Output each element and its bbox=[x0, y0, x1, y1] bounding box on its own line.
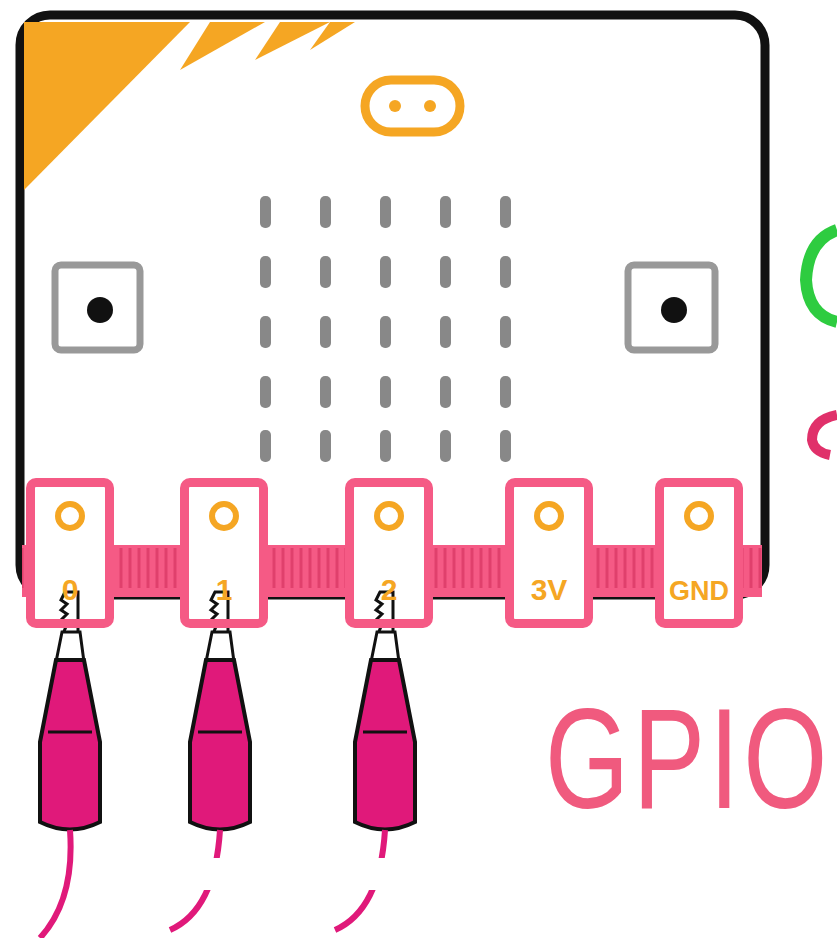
led bbox=[380, 256, 391, 288]
led bbox=[440, 256, 451, 288]
gpio-pin-pad: 0 bbox=[26, 478, 114, 628]
clip-grip bbox=[48, 731, 92, 734]
pad-fill bbox=[32, 484, 108, 622]
led bbox=[260, 196, 271, 228]
led bbox=[320, 316, 331, 348]
pad-hole bbox=[537, 504, 561, 528]
pin-label: GND bbox=[669, 578, 729, 605]
pad-fill bbox=[351, 484, 427, 622]
button-a-dot bbox=[87, 297, 113, 323]
button-b bbox=[628, 265, 715, 350]
gpio-title: GPIO bbox=[545, 688, 831, 831]
led bbox=[260, 256, 271, 288]
logo bbox=[365, 80, 460, 132]
gpio-pin-pad: GND bbox=[655, 478, 743, 628]
wire bbox=[40, 830, 71, 938]
led bbox=[260, 430, 271, 462]
logo-dot bbox=[424, 100, 436, 112]
pad-fill bbox=[661, 484, 737, 622]
led bbox=[500, 196, 511, 228]
pin-label: 1 bbox=[216, 575, 233, 605]
pin-label: 2 bbox=[381, 575, 398, 605]
led bbox=[500, 316, 511, 348]
pad-fill bbox=[186, 484, 262, 622]
led bbox=[380, 376, 391, 408]
pin-label: 0 bbox=[62, 575, 79, 605]
corner-stripe bbox=[310, 22, 355, 50]
pad-hole bbox=[212, 504, 236, 528]
led bbox=[380, 196, 391, 228]
pin-label: 3V bbox=[531, 575, 568, 605]
corner-stripe bbox=[24, 22, 190, 190]
gpio-pin-pad: 2 bbox=[345, 478, 433, 628]
clip-metal bbox=[371, 632, 399, 662]
led bbox=[440, 316, 451, 348]
led bbox=[440, 430, 451, 462]
side-shape bbox=[812, 415, 837, 455]
led bbox=[500, 256, 511, 288]
button-a bbox=[55, 265, 140, 350]
gpio-pin-pad: 3V bbox=[505, 478, 593, 628]
clip-metal bbox=[56, 632, 84, 662]
clip-body bbox=[40, 660, 100, 830]
clip-body bbox=[190, 660, 250, 830]
led bbox=[440, 196, 451, 228]
led bbox=[320, 376, 331, 408]
wire-gap bbox=[170, 858, 600, 890]
logo-dot bbox=[389, 100, 401, 112]
pad-hole bbox=[58, 504, 82, 528]
led bbox=[380, 316, 391, 348]
led bbox=[380, 430, 391, 462]
led bbox=[260, 316, 271, 348]
side-shape bbox=[806, 230, 837, 322]
clip-grip bbox=[363, 731, 407, 734]
button-b-dot bbox=[661, 297, 687, 323]
clip-body bbox=[355, 660, 415, 830]
led bbox=[320, 256, 331, 288]
pad-fill bbox=[511, 484, 587, 622]
pad-hole bbox=[377, 504, 401, 528]
led bbox=[320, 196, 331, 228]
pad-hole bbox=[687, 504, 711, 528]
led bbox=[440, 376, 451, 408]
clip-grip bbox=[198, 731, 242, 734]
gpio-pin-pad: 1 bbox=[180, 478, 268, 628]
led bbox=[260, 376, 271, 408]
clip-metal bbox=[206, 632, 234, 662]
corner-stripe bbox=[180, 22, 265, 70]
led-matrix bbox=[260, 196, 511, 462]
led bbox=[500, 376, 511, 408]
led bbox=[320, 430, 331, 462]
led bbox=[500, 430, 511, 462]
